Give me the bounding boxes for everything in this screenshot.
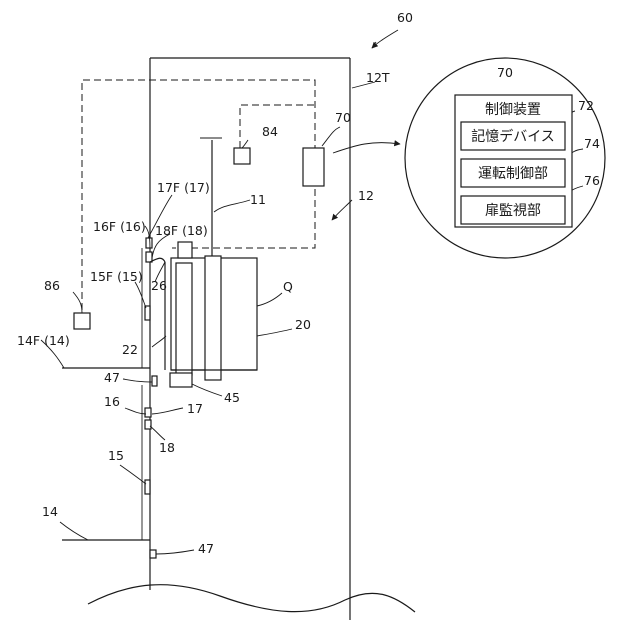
label-car20: 20 (295, 317, 311, 332)
detail-item-memory-device: 記憶デバイス (471, 128, 555, 145)
detail-item-ref-74: 74 (584, 136, 600, 151)
detail-item-ref-72: 72 (578, 98, 594, 113)
label-l14: 14 (42, 504, 58, 519)
label-sensor47-top: 47 (104, 370, 120, 385)
detail-item-operation-control: 運転制御部 (478, 166, 548, 182)
label-fig-ref: 60 (397, 10, 413, 25)
ref-12-arrow (332, 200, 352, 220)
label-controller: 70 (335, 110, 351, 125)
detail-title-ref: 70 (497, 65, 513, 80)
detail-callout (405, 58, 605, 258)
ref-60-arrow (372, 30, 398, 48)
label-q: Q (283, 279, 293, 294)
label-box86: 86 (44, 278, 60, 293)
label-l17: 17 (187, 401, 203, 416)
label-floor14f: 14F (14) (17, 333, 70, 348)
label-box84: 84 (262, 124, 278, 139)
ground-break-line (88, 585, 415, 612)
label-l15: 15 (108, 448, 124, 463)
device-84-box (234, 148, 250, 164)
label-door22: 22 (122, 342, 138, 357)
label-shaft-top: 12T (366, 70, 390, 85)
label-rope: 11 (250, 192, 266, 207)
elevator-car (150, 242, 257, 387)
label-shaft: 12 (358, 188, 374, 203)
detail-callout-arrow (333, 143, 400, 153)
label-floor18f: 18F (18) (155, 223, 208, 238)
detail-item-door-monitor: 扉監視部 (485, 202, 541, 219)
label-door26: 26 (151, 278, 167, 293)
device-86-box (74, 313, 90, 329)
label-floor17f: 17F (17) (157, 180, 210, 195)
label-l16: 16 (104, 394, 120, 409)
label-sensor45: 45 (224, 390, 240, 405)
label-sensor47-bottom: 47 (198, 541, 214, 556)
detail-item-ref-76: 76 (584, 173, 600, 188)
label-l18: 18 (159, 440, 175, 455)
label-floor15f: 15F (15) (90, 269, 143, 284)
label-floor16f: 16F (16) (93, 219, 146, 234)
control-device-70-box (303, 148, 324, 186)
detail-title: 制御装置 (485, 102, 541, 118)
